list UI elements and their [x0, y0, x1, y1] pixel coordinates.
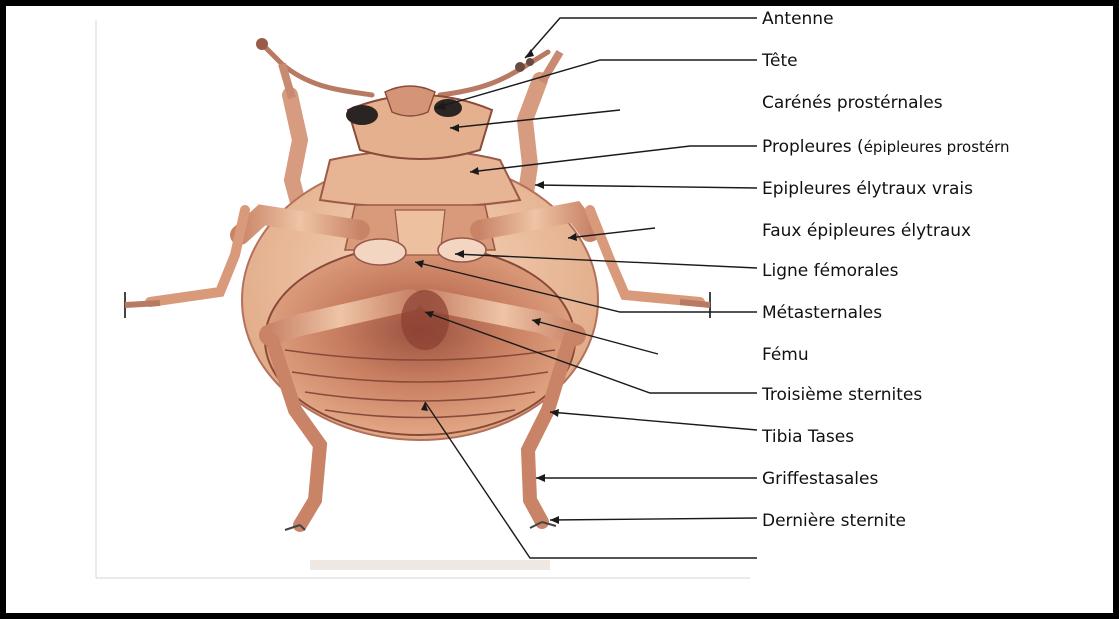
leader-propleures: [470, 146, 757, 172]
label-faux-epipleures: Faux épipleures élytraux: [762, 221, 971, 241]
label-tete: Tête: [761, 51, 798, 71]
label-troisieme-sternites: Troisième sternites: [761, 385, 922, 405]
label-carenes-prosternales: Carénés prostérnales: [762, 93, 943, 113]
label-antenne: Antenne: [762, 9, 834, 29]
label-femu: Fému: [762, 345, 809, 365]
figure-caption-smudge: [310, 560, 550, 570]
label-propleures-main: Propleures (: [762, 137, 864, 157]
label-metasternales: Métasternales: [762, 303, 882, 323]
foreleg-left: [290, 95, 300, 210]
coxa-right: [438, 238, 486, 262]
beetle-illustration: [125, 38, 710, 530]
leader-derniere: [550, 518, 757, 520]
label-tibia-tases: Tibia Tases: [761, 427, 854, 447]
label-epipleures-vrais: Epipleures élytraux vrais: [762, 179, 973, 199]
leader-tibia: [550, 412, 757, 430]
label-propleures: Propleures (épipleures prostérn: [762, 137, 1010, 157]
label-propleures-suffix: épipleures prostérn: [864, 138, 1010, 156]
eye-left: [346, 105, 378, 125]
foreleg-right: [525, 80, 540, 200]
label-ligne-femorales: Ligne fémorales: [762, 261, 899, 281]
antenna-left: [262, 44, 372, 95]
leader-epipleures-vrais: [535, 185, 757, 188]
label-griffestasales: Griffestasales: [762, 469, 878, 489]
coxa-left: [354, 239, 406, 265]
label-derniere-sternite: Dernière sternite: [762, 511, 906, 531]
